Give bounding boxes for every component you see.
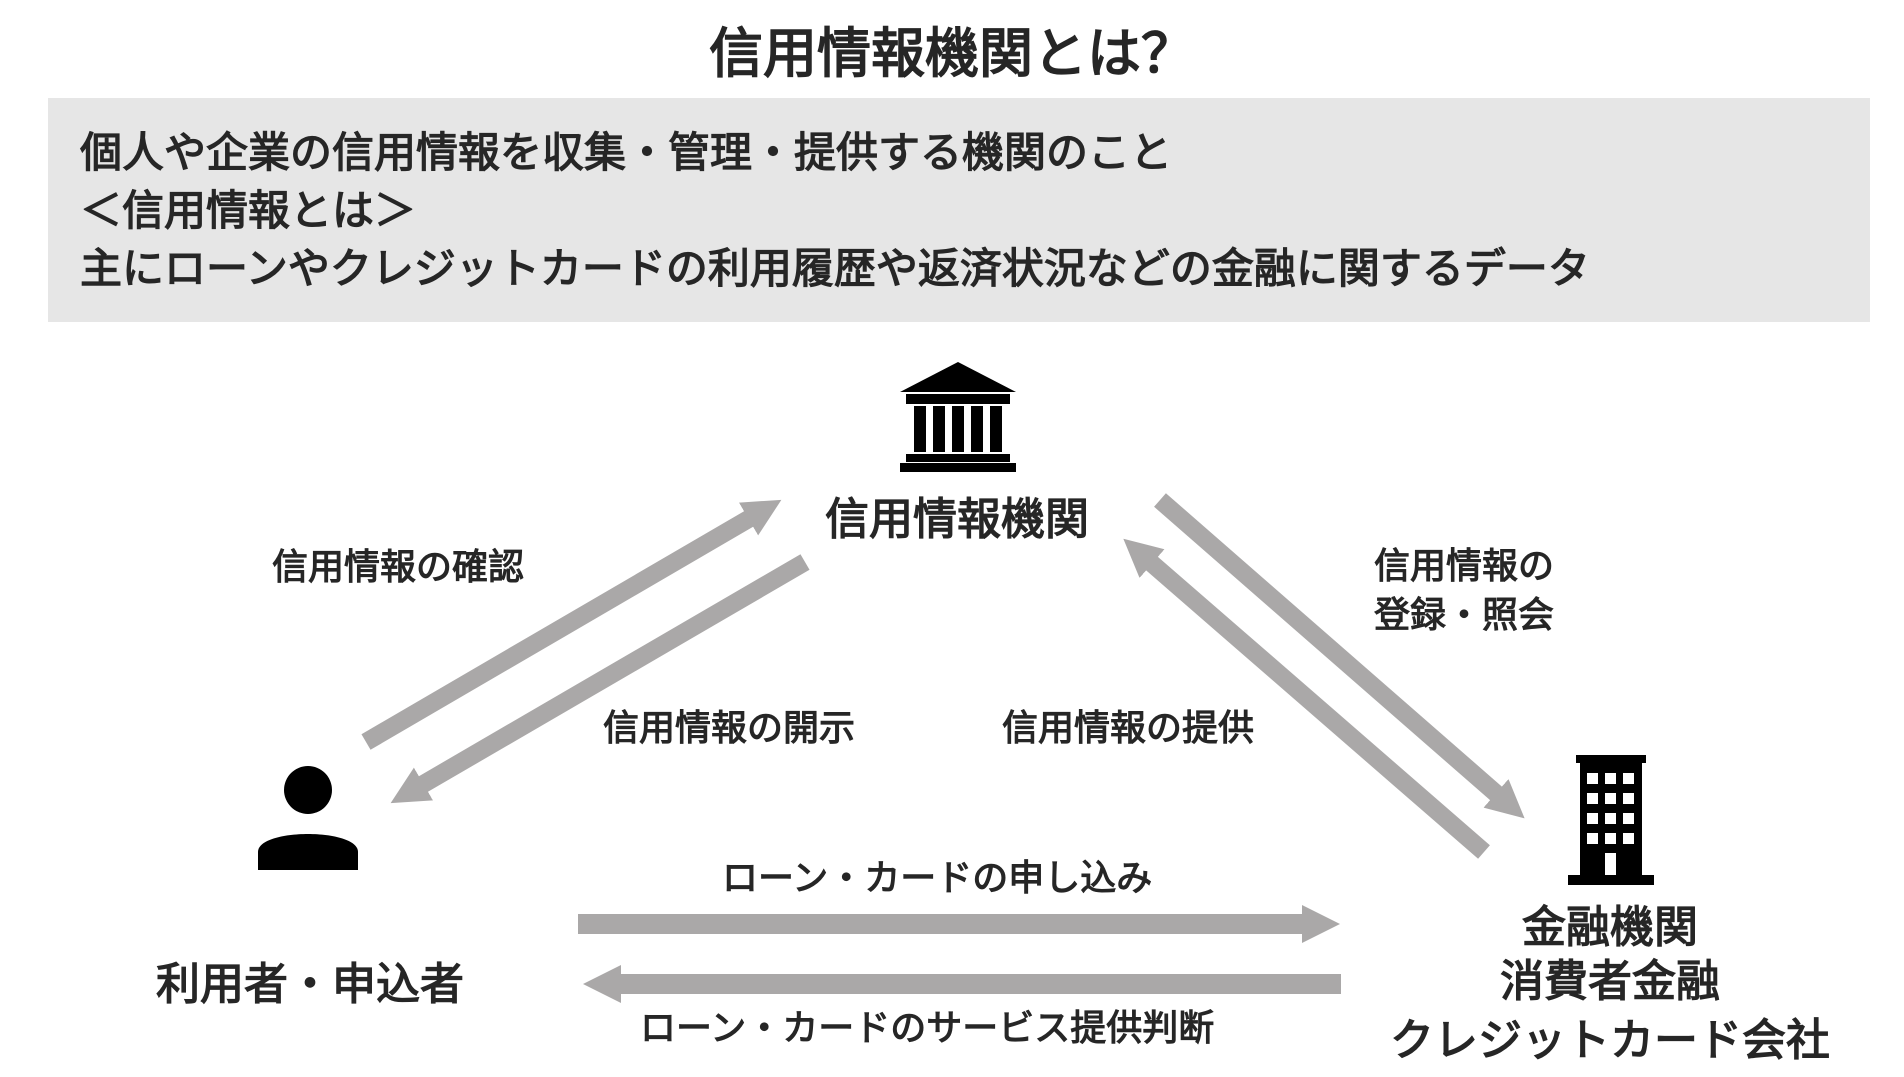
flow-label-apply: ローン・カードの申し込み bbox=[722, 858, 1153, 899]
arrow-bureau-to-user bbox=[390, 554, 810, 804]
arrow-financial-to-bureau bbox=[1123, 538, 1490, 859]
flow-label-register-1: 信用情報の bbox=[1374, 546, 1555, 587]
arrow-bureau-to-financial bbox=[1154, 493, 1525, 819]
financial-label-3: クレジットカード会社 bbox=[1390, 1015, 1830, 1066]
flow-label-disclose: 信用情報の開示 bbox=[603, 708, 856, 749]
arrow-user-to-bureau bbox=[361, 499, 782, 750]
page-title: 信用情報機関とは？ bbox=[709, 22, 1195, 85]
flow-label-provide: 信用情報の提供 bbox=[1002, 708, 1255, 749]
flow-label-register-2: 登録・照会 bbox=[1374, 595, 1555, 636]
definition-line-3: 主にローンやクレジットカードの利用履歴や返済状況などの金融に関するデータ bbox=[80, 244, 1590, 293]
definition-line-1: 個人や企業の信用情報を収集・管理・提供する機関のこと bbox=[80, 128, 1173, 177]
financial-label-1: 金融機関 bbox=[1522, 902, 1698, 953]
flow-label-check: 信用情報の確認 bbox=[272, 547, 525, 588]
definition-line-2: ＜信用情報とは＞ bbox=[80, 186, 417, 235]
user-label: 利用者・申込者 bbox=[156, 959, 464, 1010]
definition-box: 個人や企業の信用情報を収集・管理・提供する機関のこと ＜信用情報とは＞ 主にロー… bbox=[48, 98, 1870, 322]
credit-bureau-label: 信用情報機関 bbox=[825, 494, 1089, 545]
person-icon bbox=[258, 766, 358, 870]
financial-label-2: 消費者金融 bbox=[1500, 956, 1720, 1007]
flow-label-judge: ローン・カードのサービス提供判断 bbox=[640, 1008, 1215, 1049]
building-icon bbox=[1568, 755, 1654, 885]
bank-icon bbox=[900, 362, 1016, 472]
